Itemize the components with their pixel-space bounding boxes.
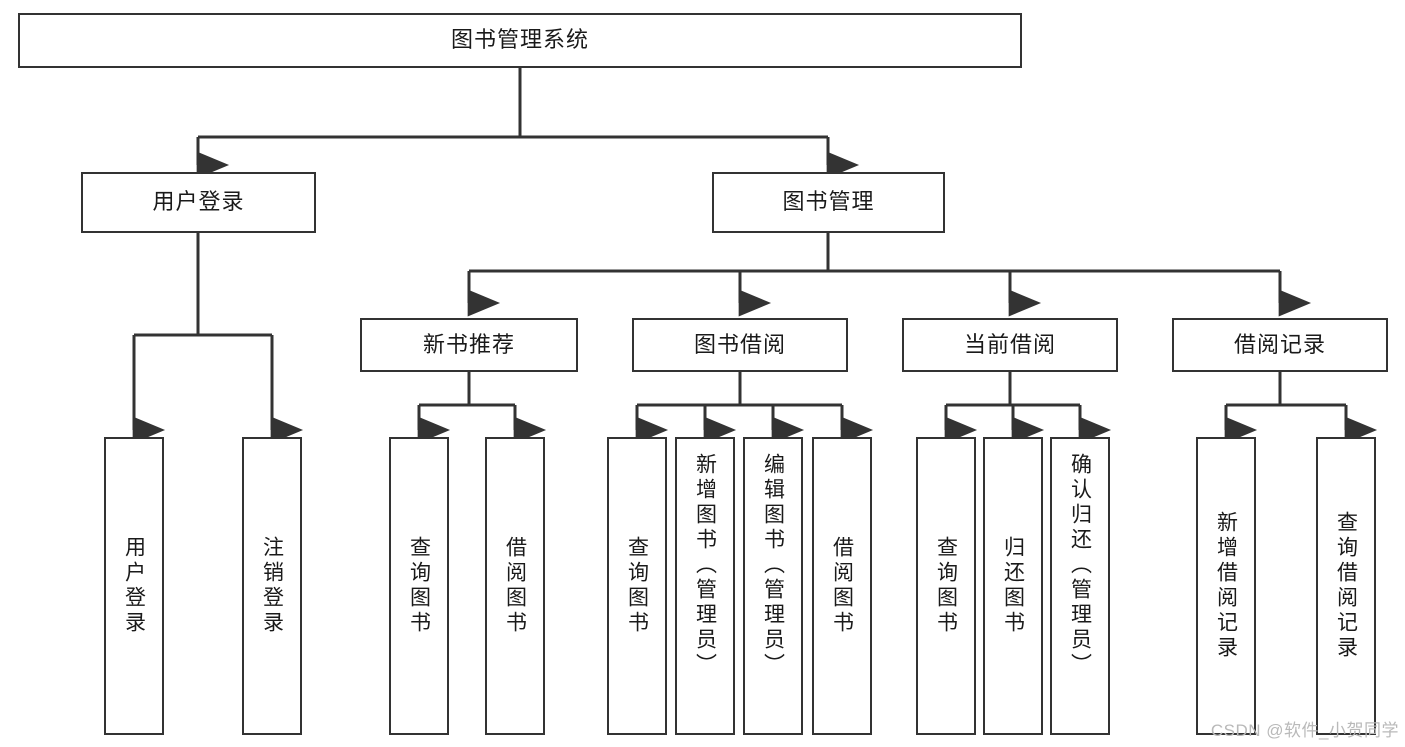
node-borrow-record[interactable]: 借阅记录 — [1172, 318, 1388, 372]
node-label: 编辑图书（管理员） — [761, 453, 785, 678]
node-current-borrow[interactable]: 当前借阅 — [902, 318, 1118, 372]
node-label: 借阅记录 — [1233, 331, 1326, 357]
node-label: 当前借阅 — [963, 331, 1056, 357]
node-label: 用户登录 — [152, 189, 245, 215]
node-book-borrow[interactable]: 图书借阅 — [632, 318, 848, 372]
node-book-management[interactable]: 图书管理 — [712, 172, 945, 233]
node-label: 借阅图书 — [830, 536, 854, 636]
leaf-new-book-borrow-book[interactable]: 借阅图书 — [485, 437, 545, 735]
node-label: 查询借阅记录 — [1334, 511, 1358, 661]
node-label: 新增借阅记录 — [1214, 511, 1238, 661]
leaf-borrow-record-query-record[interactable]: 查询借阅记录 — [1316, 437, 1376, 735]
node-label: 借阅图书 — [503, 536, 527, 636]
node-label: 用户登录 — [122, 536, 146, 636]
node-label: 图书借阅 — [693, 331, 786, 357]
node-label: 查询图书 — [625, 536, 649, 636]
leaf-book-borrow-query-book[interactable]: 查询图书 — [607, 437, 667, 735]
csdn-watermark: CSDN @软件_小贺同学 — [1210, 721, 1399, 740]
leaf-book-borrow-edit-book-admin[interactable]: 编辑图书（管理员） — [743, 437, 803, 735]
node-label: 新书推荐 — [422, 331, 515, 357]
node-label: 新增图书（管理员） — [693, 453, 717, 678]
node-label: 归还图书 — [1001, 536, 1025, 636]
leaf-current-borrow-query-book[interactable]: 查询图书 — [916, 437, 976, 735]
leaf-user-login-login[interactable]: 用户登录 — [104, 437, 164, 735]
node-label: 图书管理系统 — [450, 27, 589, 53]
node-label: 确认归还（管理员） — [1068, 453, 1092, 678]
node-label: 查询图书 — [934, 536, 958, 636]
node-label: 查询图书 — [407, 536, 431, 636]
node-label: 图书管理 — [782, 189, 875, 215]
leaf-book-borrow-borrow-book[interactable]: 借阅图书 — [812, 437, 872, 735]
leaf-current-borrow-return-book[interactable]: 归还图书 — [983, 437, 1043, 735]
leaf-borrow-record-add-record[interactable]: 新增借阅记录 — [1196, 437, 1256, 735]
leaf-user-login-logout[interactable]: 注销登录 — [242, 437, 302, 735]
leaf-new-book-query-book[interactable]: 查询图书 — [389, 437, 449, 735]
node-new-book-recommend[interactable]: 新书推荐 — [360, 318, 578, 372]
node-user-login[interactable]: 用户登录 — [81, 172, 316, 233]
node-root-book-management-system[interactable]: 图书管理系统 — [18, 13, 1022, 68]
leaf-book-borrow-add-book-admin[interactable]: 新增图书（管理员） — [675, 437, 735, 735]
leaf-current-borrow-confirm-return-admin[interactable]: 确认归还（管理员） — [1050, 437, 1110, 735]
node-label: 注销登录 — [260, 536, 284, 636]
